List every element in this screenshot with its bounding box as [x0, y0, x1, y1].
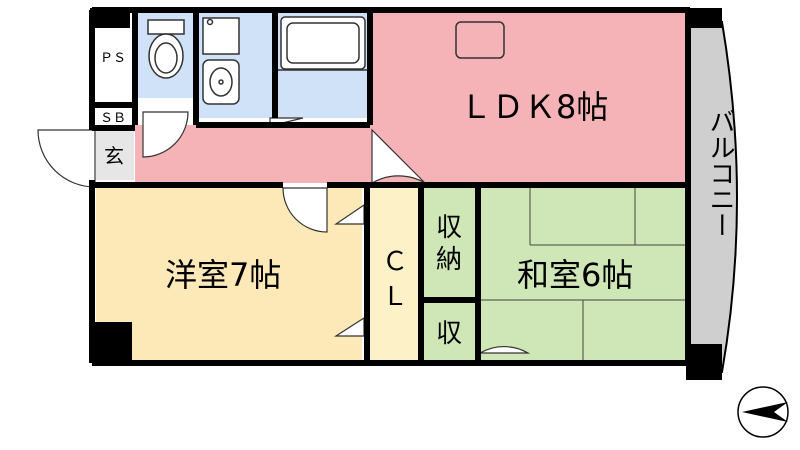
storage-area	[424, 188, 478, 360]
japanese-room	[480, 188, 688, 360]
walls	[89, 7, 691, 366]
entrance-area	[96, 130, 134, 180]
balcony-shape	[689, 21, 738, 373]
bathtub-fixture	[277, 16, 369, 71]
door-swings	[37, 111, 531, 355]
kitchen-sink	[455, 21, 505, 59]
western-room-label: 洋室7帖	[165, 256, 281, 294]
ps-label: ＰＳ	[100, 51, 126, 66]
storage-label-top: 収	[436, 213, 462, 243]
ldk-label: ＬＤＫ8帖	[460, 88, 608, 126]
ldk-area	[372, 13, 688, 183]
entrance-label: 玄	[104, 144, 124, 168]
closet-cl-label-top: Ｃ	[382, 247, 408, 277]
storage-small-label: 収	[436, 319, 462, 349]
washbasin-fixture	[202, 17, 240, 105]
compass-icon	[737, 386, 789, 438]
toilet-fixture	[147, 19, 185, 79]
balcony-label: バルコニー	[705, 108, 735, 238]
storage-label-bottom: 納	[436, 245, 462, 275]
japanese-room-label: 和室6帖	[517, 256, 633, 294]
sb-label: ＳＢ	[100, 111, 126, 126]
wall-corners	[90, 8, 722, 380]
closet-cl-label-bottom: Ｌ	[382, 282, 408, 312]
tatami-lines	[480, 188, 688, 360]
ps-area	[96, 32, 131, 104]
closet-cl	[370, 188, 418, 360]
